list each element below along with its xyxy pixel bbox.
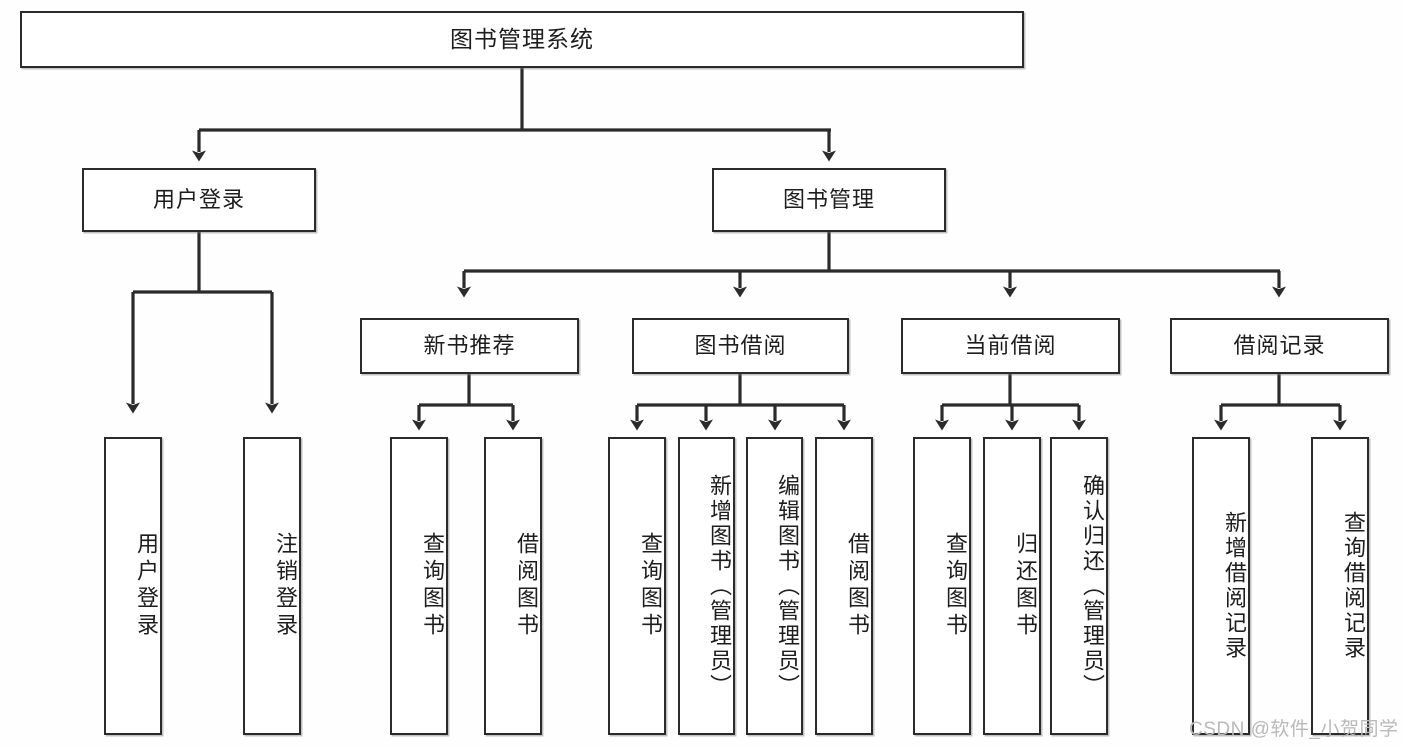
node-label: 注销登录 — [273, 532, 298, 640]
node-label: 新增图书（管理员） — [707, 473, 732, 699]
node-label: 图书借阅 — [694, 332, 787, 358]
node-label: 用户登录 — [152, 186, 245, 212]
node-add-borrow-record[interactable]: 新增借阅记录 — [1192, 437, 1250, 735]
node-label: 查询图书 — [638, 532, 663, 640]
node-label: 查询借阅记录 — [1341, 511, 1366, 661]
node-current-borrow[interactable]: 当前借阅 — [901, 318, 1120, 374]
node-label: 查询图书 — [943, 532, 968, 640]
node-borrow-book-recommend[interactable]: 借阅图书 — [484, 437, 542, 735]
node-label: 图书管理 — [782, 186, 875, 212]
node-book-borrow[interactable]: 图书借阅 — [632, 318, 849, 374]
node-query-book-current[interactable]: 查询图书 — [913, 437, 971, 735]
watermark-text: CSDN @软件_小贺同学 — [1189, 719, 1399, 740]
node-label: 借阅图书 — [845, 532, 870, 640]
node-query-book-recommend[interactable]: 查询图书 — [390, 437, 448, 735]
node-label: 借阅记录 — [1233, 332, 1326, 358]
node-label: 编辑图书（管理员） — [775, 473, 800, 699]
node-borrow-record[interactable]: 借阅记录 — [1170, 318, 1389, 374]
node-add-book-admin[interactable]: 新增图书（管理员） — [678, 437, 735, 735]
node-user-login[interactable]: 用户登录 — [82, 168, 316, 232]
node-logout-leaf[interactable]: 注销登录 — [243, 437, 301, 735]
node-label: 查询图书 — [420, 532, 445, 640]
node-label: 归还图书 — [1013, 532, 1038, 640]
node-label: 新增借阅记录 — [1222, 511, 1247, 661]
node-label: 借阅图书 — [514, 532, 539, 640]
node-query-borrow-record[interactable]: 查询借阅记录 — [1311, 437, 1369, 735]
node-return-book[interactable]: 归还图书 — [983, 437, 1041, 735]
node-borrow-book-borrow[interactable]: 借阅图书 — [815, 437, 873, 735]
node-root-system[interactable]: 图书管理系统 — [20, 11, 1024, 68]
node-label: 用户登录 — [134, 532, 159, 640]
node-new-book-recommend[interactable]: 新书推荐 — [360, 318, 579, 374]
node-label: 当前借阅 — [964, 332, 1057, 358]
node-label: 图书管理系统 — [450, 25, 594, 52]
node-confirm-return-admin[interactable]: 确认归还（管理员） — [1050, 437, 1108, 735]
node-user-login-leaf[interactable]: 用户登录 — [104, 437, 162, 735]
node-label: 确认归还（管理员） — [1080, 473, 1105, 699]
node-label: 新书推荐 — [423, 332, 516, 358]
node-book-management[interactable]: 图书管理 — [712, 168, 946, 232]
node-edit-book-admin[interactable]: 编辑图书（管理员） — [746, 437, 803, 735]
node-query-book-borrow[interactable]: 查询图书 — [608, 437, 666, 735]
